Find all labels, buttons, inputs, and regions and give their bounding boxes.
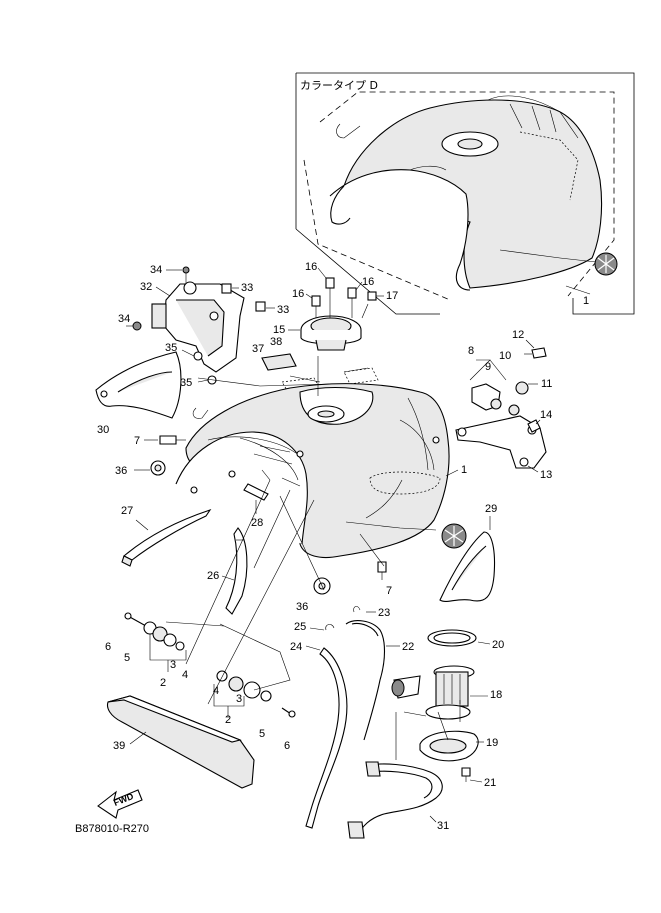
gasket-20 xyxy=(427,629,477,647)
cover-29 xyxy=(439,531,496,602)
mount-hardware-right xyxy=(213,670,296,718)
callout-6-right: 6 xyxy=(284,740,290,752)
hose-22 xyxy=(345,620,386,741)
callout-33-bottom: 33 xyxy=(277,304,289,316)
callout-5-left: 5 xyxy=(124,652,130,664)
callout-37: 37 xyxy=(252,343,264,355)
callout-6-left: 6 xyxy=(105,641,111,653)
callout-2-left: 2 xyxy=(160,677,166,689)
callout-18: 18 xyxy=(490,689,502,701)
callout-3-right: 3 xyxy=(236,693,242,705)
cover-27 xyxy=(121,508,212,567)
callout-33-top: 33 xyxy=(241,282,253,294)
bracket-assembly-32 xyxy=(132,266,266,385)
callout-35-bottom: 35 xyxy=(180,377,192,389)
fuel-pump-18 xyxy=(391,665,475,720)
label-sheets-37-38 xyxy=(261,353,379,393)
callout-36-left: 36 xyxy=(115,465,127,477)
mount-hardware-left xyxy=(124,612,187,672)
callout-35-top: 35 xyxy=(165,342,177,354)
callout-22: 22 xyxy=(402,641,414,653)
callout-4-left: 4 xyxy=(182,669,188,681)
collar-28 xyxy=(243,483,269,501)
callout-29: 29 xyxy=(485,503,497,515)
tuning-fork-emblem xyxy=(441,523,467,549)
callout-4-right: 4 xyxy=(213,685,219,697)
callout-27: 27 xyxy=(121,505,133,517)
callout-26: 26 xyxy=(207,570,219,582)
callout-25: 25 xyxy=(294,621,306,633)
bolt-7-bottom xyxy=(377,561,387,580)
callout-2-right: 2 xyxy=(225,714,231,726)
callout-32: 32 xyxy=(140,281,152,293)
cover-26 xyxy=(225,527,248,615)
callout-7-bottom: 7 xyxy=(386,585,392,597)
heat-protector-39 xyxy=(106,695,255,789)
callout-16-top: 16 xyxy=(305,261,317,273)
callout-11: 11 xyxy=(541,378,552,390)
callout-16-left: 16 xyxy=(292,288,304,300)
gasket-19 xyxy=(419,730,479,762)
callout-28: 28 xyxy=(251,517,263,529)
inset-title: カラータイプ D xyxy=(300,79,378,92)
callout-14: 14 xyxy=(540,409,552,421)
callout-9: 9 xyxy=(485,361,491,373)
hose-24 xyxy=(305,647,348,829)
callout-17: 17 xyxy=(386,290,398,302)
bracket-assembly-13 xyxy=(455,347,547,469)
callout-19: 19 xyxy=(486,737,498,749)
fuel-tank-1 xyxy=(175,383,467,559)
clips-23-25 xyxy=(325,606,361,631)
callout-23: 23 xyxy=(378,607,390,619)
color-type-d-inset: カラータイプ D 1 xyxy=(295,72,635,315)
callout-39: 39 xyxy=(113,740,125,752)
callout-34-top: 34 xyxy=(150,264,162,276)
callout-10: 10 xyxy=(499,350,511,362)
hose-assembly-31 xyxy=(347,761,443,839)
callout-38: 38 xyxy=(270,336,282,348)
callout-5-right: 5 xyxy=(259,728,265,740)
callout-24: 24 xyxy=(290,641,302,653)
callout-8: 8 xyxy=(468,345,474,357)
bolt-7-left xyxy=(159,435,186,445)
callout-20: 20 xyxy=(492,639,504,651)
callout-7-left: 7 xyxy=(134,435,140,447)
callout-16-right: 16 xyxy=(362,276,374,288)
damper-36-left xyxy=(150,460,166,476)
callout-3-left: 3 xyxy=(170,659,176,671)
fuel-tank-cap-15 xyxy=(300,277,377,351)
callout-15: 15 xyxy=(273,324,285,336)
bolt-21 xyxy=(461,767,471,782)
callout-30: 30 xyxy=(97,424,109,436)
callout-13: 13 xyxy=(540,469,552,481)
fwd-arrow-icon: FWD xyxy=(97,789,143,819)
callout-1-main: 1 xyxy=(461,464,467,476)
callout-34-left: 34 xyxy=(118,313,130,325)
callout-1-inset: 1 xyxy=(583,295,589,307)
callout-36-bottom: 36 xyxy=(296,601,308,613)
callout-12: 12 xyxy=(512,329,524,341)
inset-tuning-fork-emblem xyxy=(594,252,618,276)
callout-31: 31 xyxy=(437,820,449,832)
side-cover-30 xyxy=(95,351,182,419)
drawing-id: B878010-R270 xyxy=(75,823,149,835)
callout-21: 21 xyxy=(484,777,496,789)
